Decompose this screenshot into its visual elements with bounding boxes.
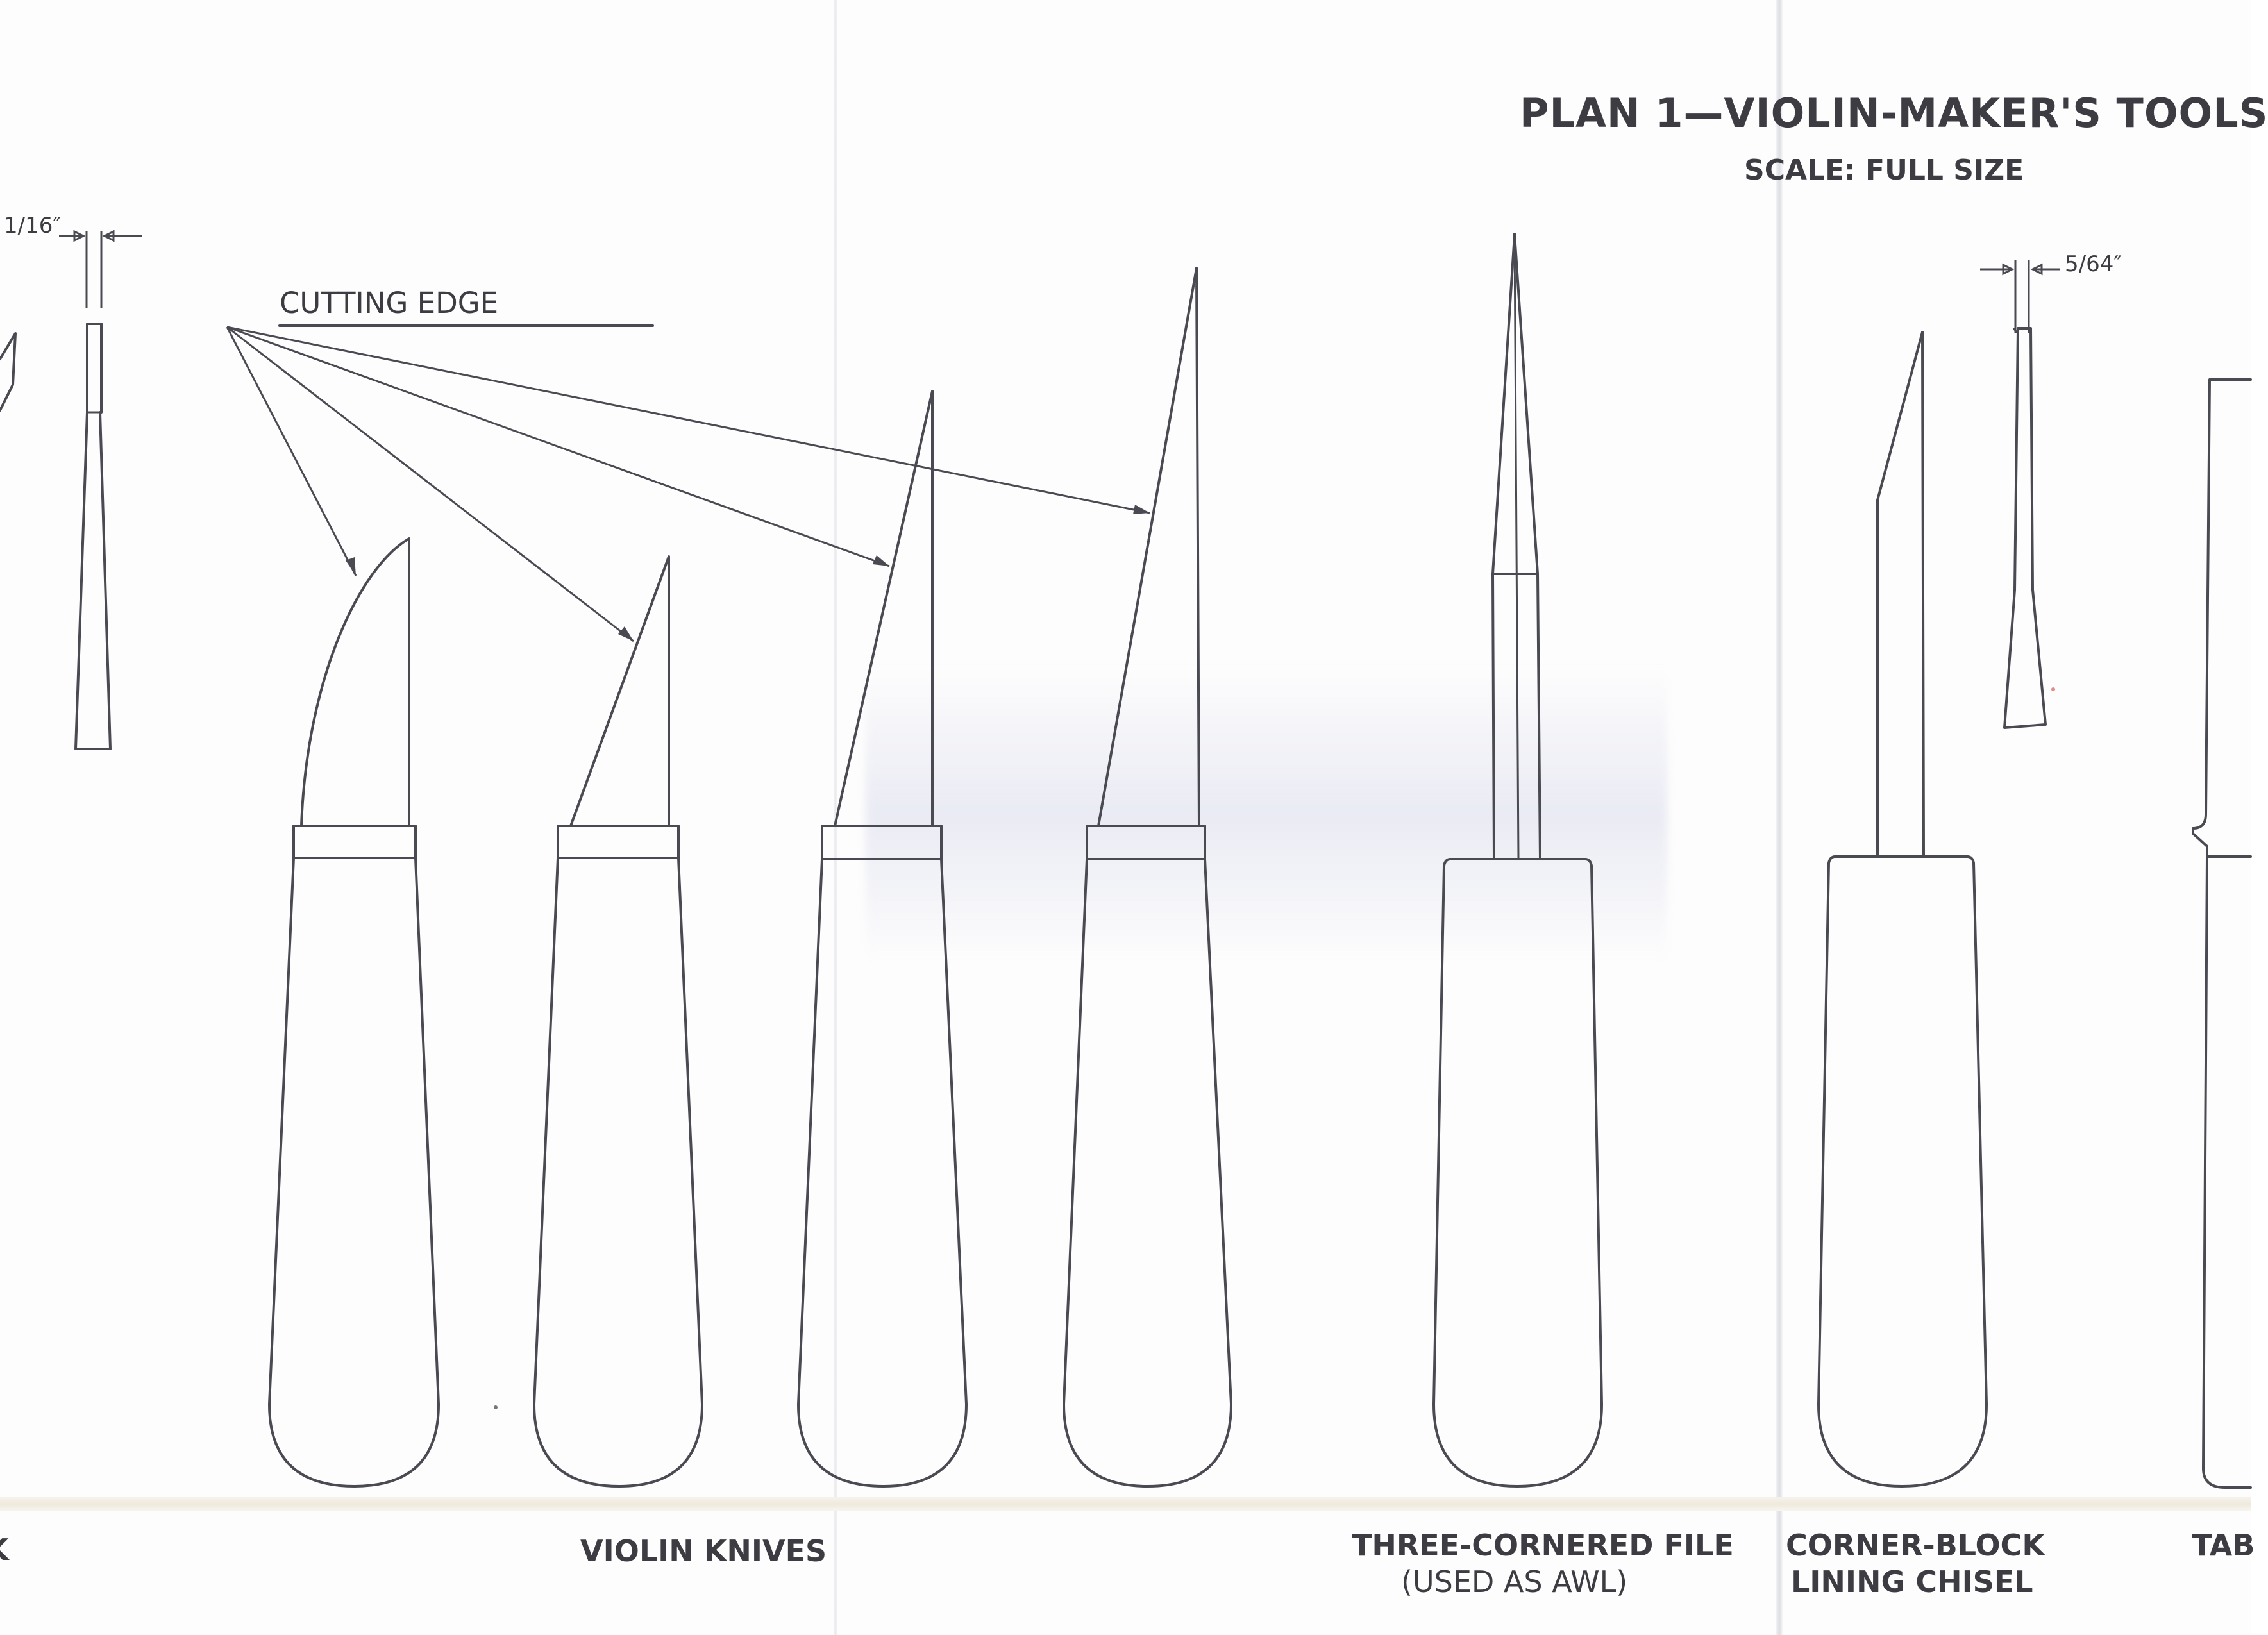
dimension-label-left: 1/16″ xyxy=(4,213,62,239)
three-cornered-file xyxy=(1432,233,1603,1488)
paper-fold-right xyxy=(1776,0,1783,1635)
violin-knife-2 xyxy=(533,555,703,1488)
dimension-label-right: 5/64″ xyxy=(2065,251,2122,277)
caption-file-line2: (USED AS AWL) xyxy=(1401,1564,1628,1599)
plan-title: PLAN 1—VIOLIN-MAKER'S TOOLS xyxy=(1520,90,2268,137)
caption-left-fragment: K xyxy=(0,1532,9,1567)
blade-profile-left xyxy=(59,230,142,750)
cutting-edge-leaders xyxy=(226,326,1150,642)
caption-file-line1: THREE-CORNERED FILE xyxy=(1352,1528,1734,1563)
violin-knife-1 xyxy=(268,537,440,1488)
bottom-fold-band xyxy=(0,1497,2251,1511)
caption-chisel-line1: CORNER-BLOCK xyxy=(1786,1528,2045,1563)
right-partial-tool xyxy=(2192,378,2252,1489)
blade-profile-right xyxy=(1980,260,2060,729)
speck xyxy=(2051,687,2055,691)
speck xyxy=(494,1405,498,1409)
caption-right-fragment: TAB xyxy=(2192,1528,2255,1563)
violin-knife-4 xyxy=(1063,267,1232,1488)
caption-violin-knives: VIOLIN KNIVES xyxy=(580,1534,827,1568)
corner-block-lining-chisel xyxy=(1817,331,1988,1488)
caption-chisel-line2: LINING CHISEL xyxy=(1791,1564,2033,1599)
left-partial-blade xyxy=(0,332,17,412)
scale-label: SCALE: FULL SIZE xyxy=(1744,154,2024,187)
transfer-smudge xyxy=(866,667,1667,962)
cutting-edge-label: CUTTING EDGE xyxy=(280,286,499,320)
violin-knife-3 xyxy=(797,390,968,1488)
